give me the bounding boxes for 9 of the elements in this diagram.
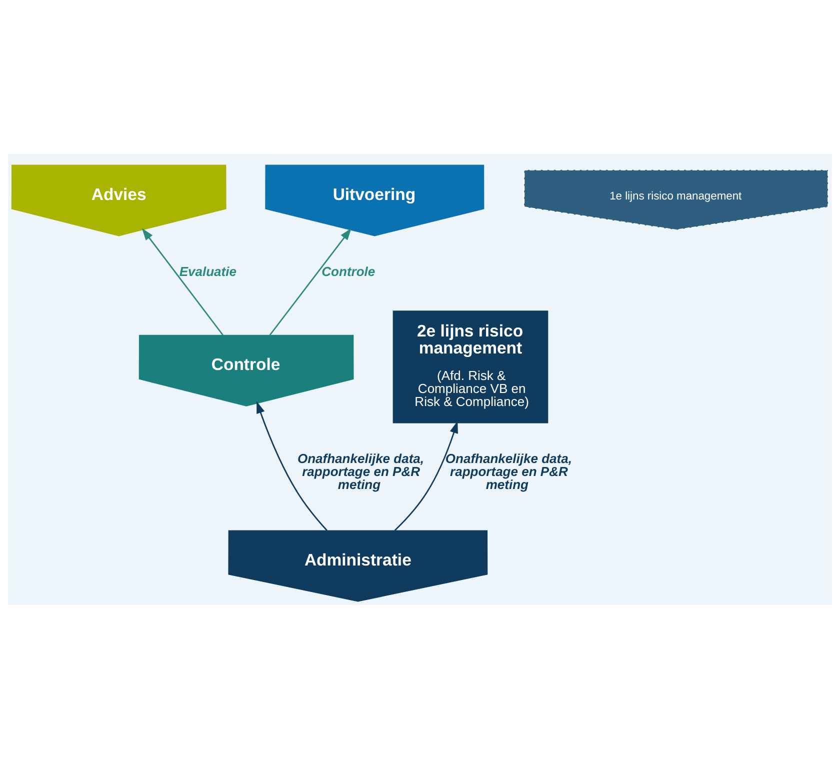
edge-label: Onafhankelijke data, rapportage en P&R meting: [445, 450, 572, 492]
edge-label: Controle: [322, 263, 376, 278]
node-box: 2e lijns risico management (Afd. Risk & Compliance VB en Risk & Compliance): [392, 310, 548, 423]
edge-label: Evaluatie: [179, 263, 236, 278]
arrow: [269, 228, 352, 336]
edge-label: Onafhankelijke data, rapportage en P&R meting: [297, 450, 424, 492]
arrow: [394, 420, 458, 530]
arrow: [142, 228, 224, 336]
arrow: [256, 400, 328, 530]
